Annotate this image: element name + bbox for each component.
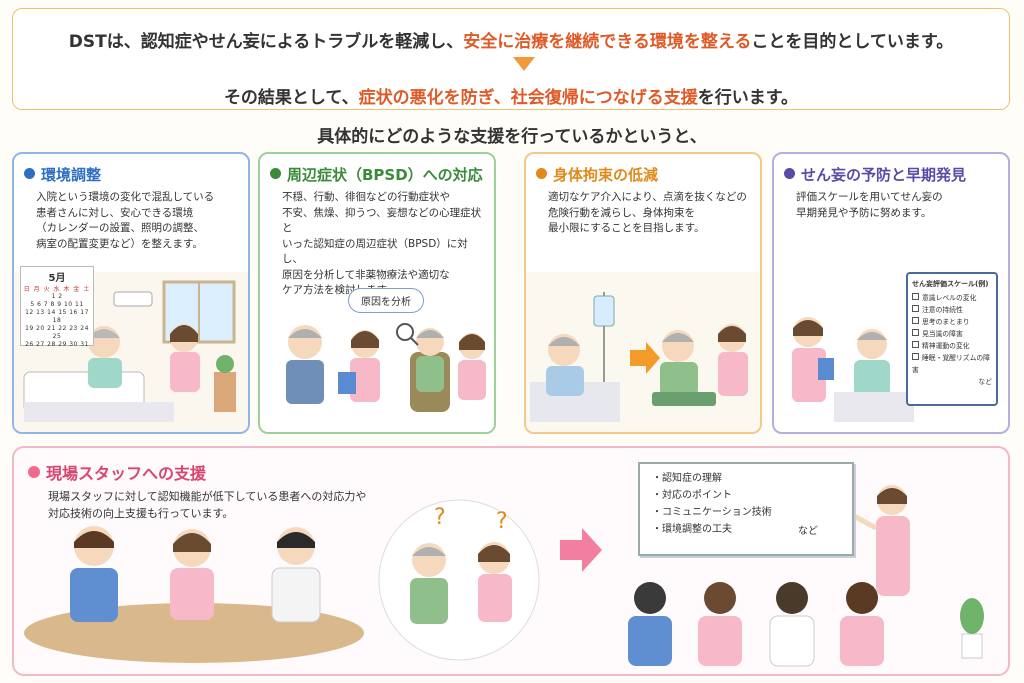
scale-item: 注意の持続性: [912, 304, 992, 316]
card-bpsd: 周辺症状（BPSD）への対応 不穏、行動、徘徊などの行動症状や 不安、焦燥、抑う…: [258, 152, 496, 434]
card-restraint: 身体拘束の低減 適切なケア介入により、点滴を抜くなどの 危険行動を減らし、身体拘…: [524, 152, 762, 434]
section-body: 現場スタッフに対して認知機能が低下している患者への対応力や 対応技術の向上支援も…: [48, 490, 367, 520]
card-body: 不穏、行動、徘徊などの行動症状や 不安、焦燥、抑うつ、妄想などの心理症状と いっ…: [282, 191, 482, 296]
scale-title: せん妄評価スケール(例): [912, 280, 989, 288]
callout-bubble: 原因を分析: [348, 288, 424, 313]
hospital-room-illustration: [14, 272, 248, 432]
down-arrow-icon: [513, 57, 535, 71]
section-title: 現場スタッフへの支援: [28, 460, 206, 484]
bullet-dot-icon: [784, 168, 795, 179]
card-title: せん妄の予防と早期発見: [784, 164, 966, 185]
purpose-line-2: その結果として、症状の悪化を防ぎ、社会復帰につなげる支援を行います。: [223, 88, 799, 108]
card-body: 適切なケア介入により、点滴を抜くなどの 危険行動を減らし、身体拘束を 最小限にす…: [548, 191, 747, 234]
scale-item: 睡眠・覚醒リズムの障害: [912, 352, 992, 376]
bullet-dot-icon: [28, 466, 40, 478]
board-item: コミュニケーション技術: [652, 504, 852, 521]
staff-illustration: ? ?: [24, 485, 984, 667]
purpose-line-1: DSTは、認知症やせん妄によるトラブルを軽減し、安全に治療を継続できる環境を整え…: [68, 32, 954, 52]
card-title: 環境調整: [24, 164, 101, 185]
card-environment: 環境調整 入院という環境の変化で混乱している 患者さんに対し、安心できる環境 （…: [12, 152, 250, 434]
svg-text:?: ?: [496, 509, 508, 534]
scale-item: 精神運動の変化: [912, 340, 992, 352]
svg-text:?: ?: [434, 505, 446, 530]
scale-item: 見当識の障害: [912, 328, 992, 340]
board-item: 対応のポイント: [652, 487, 852, 504]
board-more: など: [798, 526, 818, 537]
board-item: 認知症の理解: [652, 470, 852, 487]
delirium-illustration: [774, 272, 1008, 432]
bullet-dot-icon: [24, 168, 35, 179]
restraint-illustration: [526, 272, 760, 432]
bpsd-illustration: [260, 272, 494, 432]
card-title: 身体拘束の低減: [536, 164, 658, 185]
training-whiteboard: 認知症の理解 対応のポイント コミュニケーション技術 環境調整の工夫 など: [638, 462, 854, 556]
board-item: 環境調整の工夫: [652, 521, 852, 538]
scale-item: 思考のまとまり: [912, 316, 992, 328]
scale-item: 意識レベルの変化: [912, 292, 992, 304]
staff-support-section: 現場スタッフへの支援 現場スタッフに対して認知機能が低下している患者への対応力や…: [12, 446, 1010, 676]
section-subheading: 具体的にどのような支援を行っているかというと、: [317, 127, 707, 147]
card-body: 入院という環境の変化で混乱している 患者さんに対し、安心できる環境 （カレンダー…: [36, 191, 215, 250]
calendar: 5月 日 月 火 水 木 金 土 1 2 5 6 7 8 9 10 11 12 …: [20, 266, 94, 348]
bullet-dot-icon: [270, 168, 281, 179]
card-title: 周辺症状（BPSD）への対応: [270, 164, 483, 185]
scale-more: など: [978, 378, 992, 386]
delirium-scale-clipboard: せん妄評価スケール(例) 意識レベルの変化 注意の持続性 思考のまとまり 見当識…: [906, 272, 998, 406]
bullet-dot-icon: [536, 168, 547, 179]
card-delirium: せん妄の予防と早期発見 評価スケールを用いてせん妄の 早期発見や予防に努めます。…: [772, 152, 1010, 434]
purpose-box: DSTは、認知症やせん妄によるトラブルを軽減し、安全に治療を継続できる環境を整え…: [12, 8, 1010, 110]
card-body: 評価スケールを用いてせん妄の 早期発見や予防に努めます。: [796, 191, 943, 219]
